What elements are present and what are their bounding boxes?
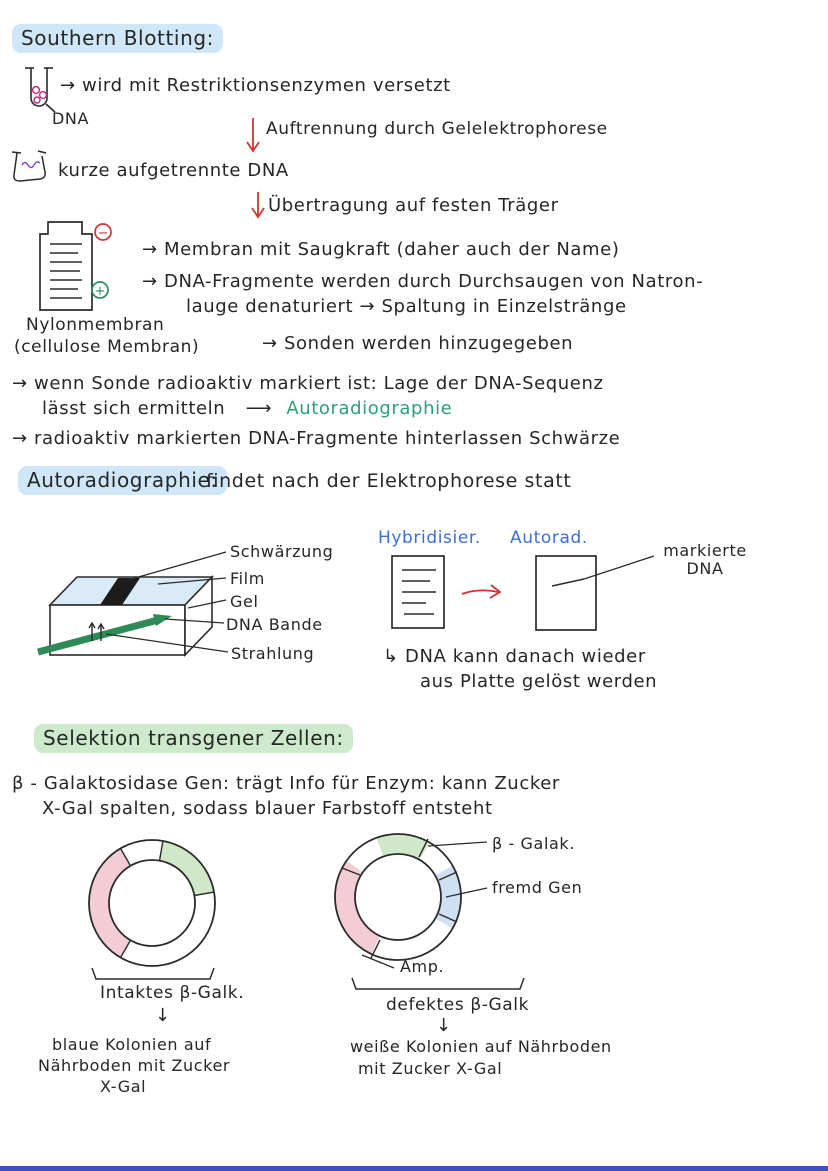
label-strahlung: Strahlung bbox=[231, 644, 315, 663]
plus-pole-icon: + bbox=[95, 284, 106, 299]
membrane-note-4: → Sonden werden hinzugegeben bbox=[262, 333, 574, 354]
selection-title: Selektion transgener Zellen: bbox=[34, 724, 353, 753]
cut-dna-tube-icon bbox=[11, 150, 47, 182]
box-label-connectors bbox=[105, 551, 229, 653]
autorad-plate-diagram bbox=[535, 555, 655, 631]
nylon-caption-2: (cellulose Membran) bbox=[14, 337, 200, 357]
transfer-arrow-icon bbox=[251, 192, 265, 219]
selection-intro-2: X-Gal spalten, sodass blauer Farbstoff e… bbox=[42, 798, 493, 819]
gene-label-fremd: fremd Gen bbox=[492, 878, 583, 897]
defect-caption: defektes β-Galk bbox=[386, 995, 530, 1015]
autorad-subtitle: findet nach der Elektrophorese statt bbox=[206, 470, 572, 492]
probe-note-1: → wenn Sonde radioaktiv markiert ist: La… bbox=[12, 373, 604, 394]
plate-arrow-icon bbox=[461, 584, 502, 599]
autorad-label: Autorad. bbox=[510, 528, 588, 548]
intact-result-3: X-Gal bbox=[100, 1077, 147, 1096]
electrophoresis-label: Auftrennung durch Gelelektrophorese bbox=[266, 119, 608, 139]
defect-result-2: mit Zucker X-Gal bbox=[358, 1059, 503, 1078]
electrophoresis-arrow-icon bbox=[246, 118, 260, 153]
intact-result-1: blaue Kolonien auf bbox=[52, 1035, 212, 1054]
probe-note-2: lässt sich ermitteln ⟶ Autoradiographie bbox=[42, 398, 453, 420]
hybrid-label: Hybridisier. bbox=[378, 528, 481, 548]
plate-note-2: aus Platte gelöst werden bbox=[420, 671, 658, 692]
membrane-note-1: → Membran mit Saugkraft (daher auch der … bbox=[142, 239, 620, 260]
hybrid-plate-diagram bbox=[391, 555, 445, 629]
plate-note-1: ↳ DNA kann danach wieder bbox=[383, 646, 646, 667]
probe-note-3: → radioaktiv markierten DNA-Fragmente hi… bbox=[12, 428, 621, 449]
defect-down-arrow: ↓ bbox=[436, 1015, 452, 1036]
intact-down-arrow: ↓ bbox=[155, 1005, 171, 1026]
membrane-blot-diagram: − + bbox=[39, 221, 112, 311]
dna-label: DNA bbox=[52, 109, 90, 128]
dna-tube-icon bbox=[25, 67, 56, 113]
marked-dna-label: markierte DNA bbox=[663, 541, 747, 579]
label-gel: Gel bbox=[230, 592, 259, 611]
autorad-box-diagram bbox=[37, 575, 214, 657]
gene-label-amp: Amp. bbox=[400, 957, 445, 976]
selection-intro-1: β - Galaktosidase Gen: trägt Info für En… bbox=[12, 773, 560, 794]
membrane-note-3: lauge denaturiert → Spaltung in Einzelst… bbox=[186, 296, 627, 317]
autorad-title: Autoradiographie: bbox=[18, 466, 227, 495]
probe-note-2-text: lässt sich ermitteln bbox=[42, 398, 226, 419]
autoradiography-link: Autoradiographie bbox=[286, 398, 453, 419]
minus-pole-icon: − bbox=[98, 226, 109, 241]
plasmid-defect-diagram bbox=[334, 833, 525, 990]
step2-text: kurze aufgetrennte DNA bbox=[58, 160, 289, 181]
label-dna-bande: DNA Bande bbox=[226, 615, 323, 634]
membrane-note-2: → DNA-Fragmente werden durch Durchsaugen… bbox=[142, 271, 704, 292]
label-film: Film bbox=[230, 569, 265, 588]
label-schwaerzung: Schwärzung bbox=[230, 542, 334, 561]
intact-result-2: Nährboden mit Zucker bbox=[38, 1056, 231, 1075]
gene-label-bgal: β - Galak. bbox=[492, 834, 575, 853]
plasmid-intact-diagram bbox=[88, 839, 216, 980]
step1-text: → wird mit Restriktionsenzymen versetzt bbox=[60, 75, 451, 96]
page-title: Southern Blotting: bbox=[12, 24, 223, 53]
defect-result-1: weiße Kolonien auf Nährboden bbox=[350, 1037, 612, 1056]
intact-caption: Intaktes β-Galk. bbox=[100, 983, 245, 1003]
arrow-glyph: ⟶ bbox=[245, 398, 272, 419]
nylon-caption-1: Nylonmembran bbox=[26, 315, 165, 335]
bottom-edge-bar bbox=[0, 1166, 828, 1171]
transfer-label: Übertragung auf festen Träger bbox=[268, 195, 559, 216]
